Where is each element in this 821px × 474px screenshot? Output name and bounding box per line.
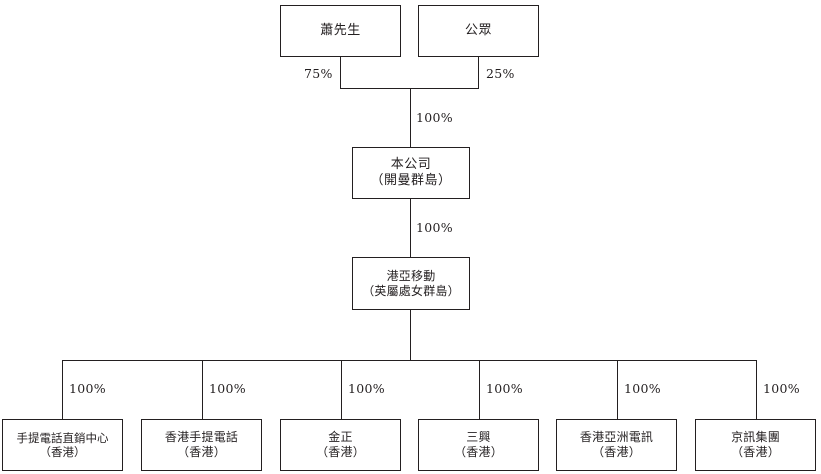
connector-drop-sub6 (756, 360, 757, 419)
percent-combined-to-company: 100% (416, 110, 453, 125)
node-sub6-line2: （香港） (731, 445, 780, 459)
node-shareholder-major: 蕭先生 (280, 5, 401, 57)
node-company: 本公司 （開曼群島） (352, 147, 470, 199)
connector-major-drop (340, 57, 341, 88)
node-shareholder-public-line1: 公眾 (464, 22, 492, 38)
connector-drop-sub4 (479, 360, 480, 419)
node-company-line2: （開曼群島） (370, 173, 452, 188)
percent-bvi-to-sub4: 100% (486, 381, 523, 396)
node-sub4: 三興 （香港） (418, 419, 539, 471)
node-sub2-line2: （香港） (177, 445, 226, 459)
node-sub1: 手提電話直銷中心 （香港） (2, 419, 123, 471)
node-sub1-line1: 手提電話直銷中心 (16, 430, 109, 445)
node-sub5-line2: （香港） (592, 445, 641, 459)
percent-bvi-to-sub5: 100% (624, 381, 661, 396)
node-company-line1: 本公司 (390, 156, 432, 172)
connector-drop-sub2 (202, 360, 203, 419)
connector-bvi-drop (410, 310, 411, 360)
node-shareholder-major-line1: 蕭先生 (320, 22, 361, 38)
node-bvi-holding: 港亞移動 （英屬處女群島） (352, 257, 470, 310)
percent-major-to-company: 75% (304, 66, 333, 81)
percent-bvi-to-sub2: 100% (209, 381, 246, 396)
connector-drop-sub3 (341, 360, 342, 419)
node-sub6-line1: 京訊集團 (731, 430, 780, 444)
connector-drop-sub1 (62, 360, 63, 419)
percent-company-to-bvi: 100% (416, 220, 453, 235)
node-sub5-line1: 香港亞洲電訊 (579, 430, 654, 444)
connector-subsidiary-bus (62, 360, 757, 361)
connector-bus-to-company (410, 88, 411, 147)
node-sub2-line1: 香港手提電話 (164, 430, 239, 444)
node-sub4-line2: （香港） (454, 445, 503, 459)
node-shareholder-public: 公眾 (418, 5, 539, 57)
node-sub6: 京訊集團 （香港） (695, 419, 816, 471)
connector-company-to-bvi (410, 199, 411, 257)
node-sub1-line2: （香港） (39, 445, 86, 459)
percent-bvi-to-sub1: 100% (69, 381, 106, 396)
node-sub3-line1: 金正 (328, 430, 353, 444)
node-sub3: 金正 （香港） (280, 419, 401, 471)
connector-public-drop (478, 57, 479, 88)
percent-public-to-company: 25% (486, 66, 515, 81)
node-bvi-holding-line2: （英屬處女群島） (362, 283, 460, 298)
percent-bvi-to-sub3: 100% (348, 381, 385, 396)
node-sub4-line1: 三興 (466, 430, 491, 444)
percent-bvi-to-sub6: 100% (763, 381, 800, 396)
node-bvi-holding-line1: 港亞移動 (386, 268, 436, 283)
node-sub3-line2: （香港） (316, 445, 365, 459)
connector-top-bus (340, 88, 479, 89)
node-sub5: 香港亞洲電訊 （香港） (556, 419, 677, 471)
node-sub2: 香港手提電話 （香港） (141, 419, 262, 471)
connector-drop-sub5 (617, 360, 618, 419)
